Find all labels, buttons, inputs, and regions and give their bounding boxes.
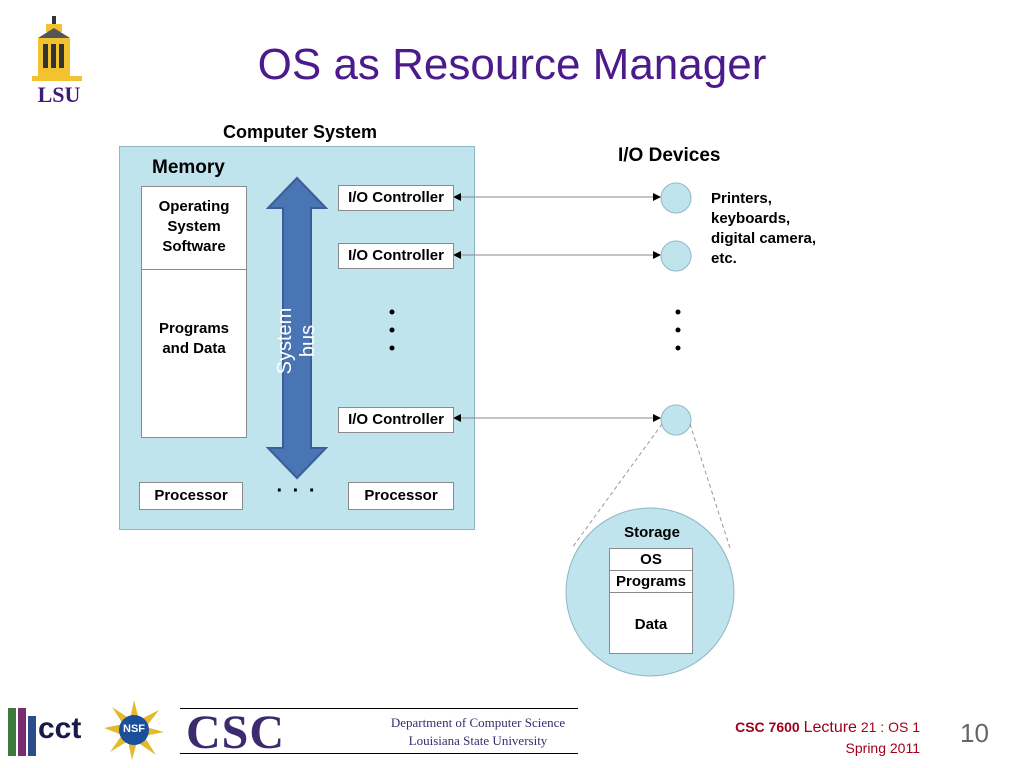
programs-data-line: and Data bbox=[162, 340, 226, 357]
zoom-line bbox=[689, 423, 731, 549]
io-controller: I/O Controller bbox=[338, 243, 454, 269]
memory-box: Operating System Software Programs and D… bbox=[141, 186, 247, 438]
lsu-logo-text: LSU bbox=[37, 82, 81, 107]
programs-data-line: Programs bbox=[158, 320, 230, 337]
cct-logo-mark bbox=[18, 708, 26, 756]
os-software-line: System bbox=[167, 218, 221, 235]
io-controller: I/O Controller bbox=[338, 185, 454, 211]
nsf-logo-text: NSF bbox=[123, 723, 145, 735]
course-info: CSC 7600 Lecture 21 : OS 1 Spring 2011 bbox=[700, 717, 920, 759]
io-devices-label: I/O Devices bbox=[618, 145, 721, 166]
os-software-line: Software bbox=[162, 238, 226, 255]
device-circle bbox=[660, 404, 692, 436]
dot bbox=[675, 309, 681, 315]
device-example-line: etc. bbox=[711, 250, 737, 267]
department-line: Louisiana State University bbox=[408, 733, 548, 748]
processor-ellipsis: · · · bbox=[276, 480, 318, 502]
footer-rule bbox=[180, 753, 578, 754]
footer-rule bbox=[180, 708, 578, 709]
os-software-block: Operating System Software bbox=[142, 187, 246, 270]
system-bus-label: System bus bbox=[274, 307, 319, 375]
dot bbox=[389, 327, 395, 333]
os-software-line: Operating bbox=[158, 198, 230, 215]
system-bus-arrow bbox=[265, 176, 329, 480]
cct-logo: cct bbox=[8, 708, 94, 756]
lsu-logo: LSU bbox=[28, 16, 90, 108]
device-example-line: Printers, bbox=[711, 190, 772, 207]
device-example-line: digital camera, bbox=[711, 230, 817, 247]
nsf-logo: NSF bbox=[104, 700, 164, 760]
programs-data-block: Programs and Data bbox=[142, 319, 246, 359]
memory-label: Memory bbox=[152, 157, 225, 178]
course-code: CSC 7600 bbox=[735, 719, 800, 735]
storage-os: OS bbox=[610, 549, 692, 571]
page-number: 10 bbox=[960, 718, 989, 748]
course-line: CSC 7600 Lecture 21 : OS 1 bbox=[700, 717, 920, 738]
department-name: Department of Computer Science Louisiana… bbox=[380, 714, 576, 750]
zoom-line bbox=[571, 423, 663, 549]
cct-logo-mark bbox=[8, 708, 16, 756]
device-circle bbox=[660, 182, 692, 214]
device-examples: Printers, keyboards, digital camera, etc… bbox=[711, 189, 816, 269]
cct-logo-text: cct bbox=[38, 712, 82, 745]
lecture-word: Lecture bbox=[803, 719, 857, 736]
lecture-info: 21 : OS 1 bbox=[860, 719, 920, 735]
dot bbox=[389, 345, 395, 351]
csc-logo: CSC bbox=[186, 706, 286, 759]
cct-logo-mark bbox=[28, 716, 36, 756]
device-circle bbox=[660, 240, 692, 272]
computer-system-label: Computer System bbox=[222, 122, 378, 142]
dot bbox=[675, 345, 681, 351]
processor: Processor bbox=[348, 482, 454, 510]
processor: Processor bbox=[139, 482, 243, 510]
term: Spring 2011 bbox=[845, 740, 920, 756]
io-controller: I/O Controller bbox=[338, 407, 454, 433]
department-line: Department of Computer Science bbox=[390, 715, 566, 730]
slide-title: OS as Resource Manager bbox=[257, 40, 767, 89]
storage-box: OS Programs Data bbox=[609, 548, 693, 654]
dot bbox=[389, 309, 395, 315]
storage-data: Data bbox=[634, 616, 668, 633]
device-example-line: keyboards, bbox=[711, 210, 791, 227]
storage-programs: Programs bbox=[610, 571, 692, 593]
dot bbox=[675, 327, 681, 333]
storage-label: Storage bbox=[624, 524, 680, 541]
